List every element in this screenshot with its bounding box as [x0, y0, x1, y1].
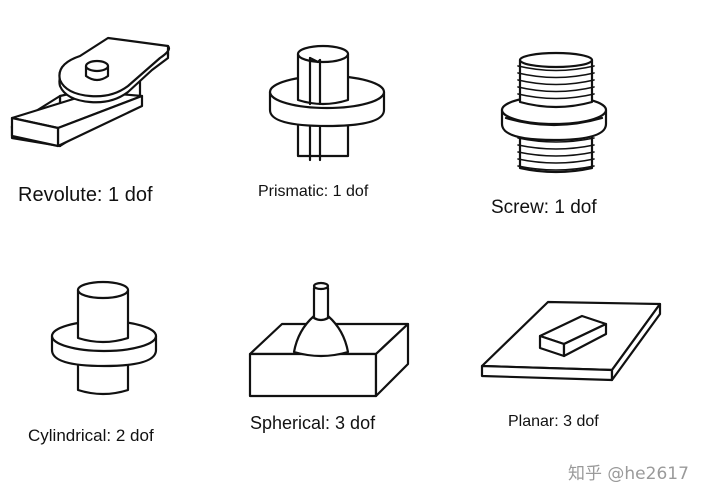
spherical-stem	[314, 283, 328, 320]
screw-joint-drawing	[502, 53, 606, 172]
label-screw: Screw: 1 dof	[491, 197, 597, 219]
label-prismatic: Prismatic: 1 dof	[258, 183, 368, 201]
revolute-pin	[86, 61, 108, 80]
label-revolute: Revolute: 1 dof	[18, 184, 153, 207]
revolute-upper-link	[59, 38, 169, 102]
label-cylindrical: Cylindrical: 2 dof	[28, 426, 154, 446]
prismatic-joint-drawing	[270, 46, 384, 160]
prismatic-upper-shaft	[298, 46, 348, 104]
label-planar: Planar: 3 dof	[508, 413, 599, 431]
cylindrical-upper-shaft	[78, 282, 128, 342]
revolute-joint-drawing	[12, 38, 169, 146]
screw-upper-threads	[518, 53, 594, 107]
label-spherical: Spherical: 3 dof	[250, 413, 375, 434]
cylindrical-joint-drawing	[52, 282, 156, 394]
spherical-joint-drawing	[250, 283, 408, 396]
planar-joint-drawing	[482, 302, 660, 380]
watermark: 知乎 @he2617	[568, 459, 689, 484]
